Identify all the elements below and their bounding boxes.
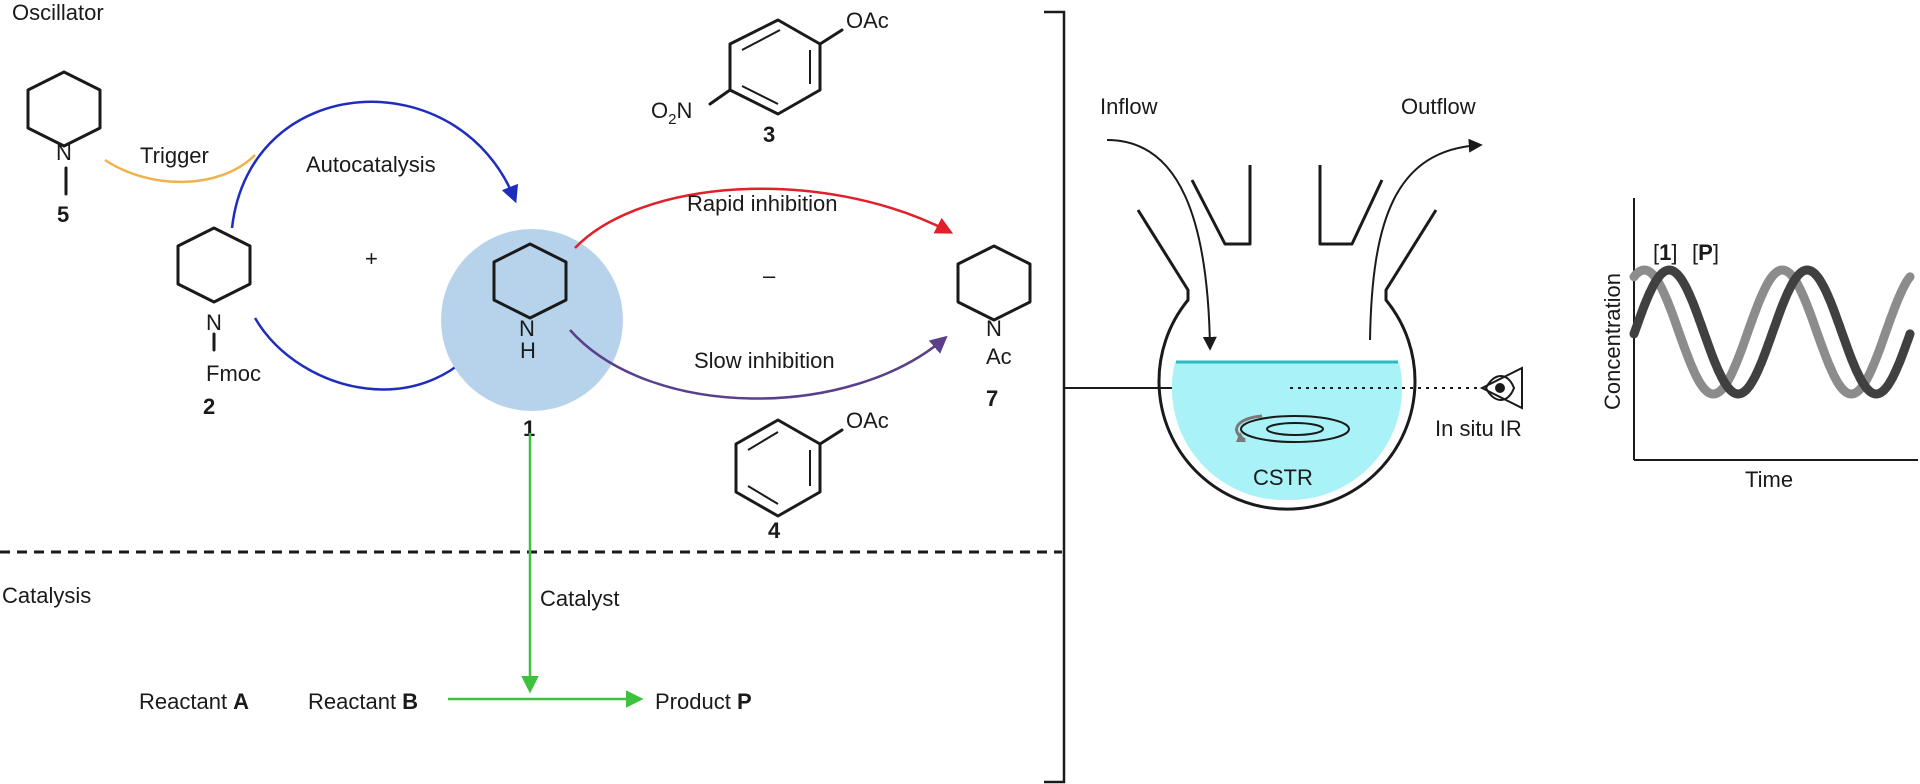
scheme-bracket <box>1044 10 1066 784</box>
compound-3-nitrogen: N <box>676 98 692 123</box>
autocatalysis-label: Autocatalysis <box>306 152 436 177</box>
plot-xlabel: Time <box>1745 467 1793 492</box>
product-letter: P <box>737 689 752 714</box>
oscillator-section-label: Oscillator <box>12 0 104 25</box>
rapid-inhibition-label: Rapid inhibition <box>687 191 837 216</box>
legend-1-close: ] <box>1671 240 1677 265</box>
legend-series-1: [1] <box>1653 240 1678 265</box>
reactor-neck-right <box>1318 165 1384 246</box>
compound-3-oxygen: O <box>651 98 668 123</box>
compound-2: N Fmoc 2 <box>176 226 261 419</box>
compound-3-subscript: 2 <box>668 111 676 128</box>
compound-1-number: 1 <box>523 416 535 441</box>
trigger-curve <box>104 154 256 184</box>
inflow-arrow <box>1106 139 1217 351</box>
reactant-b-letter: B <box>402 689 418 714</box>
legend-1-open: [ <box>1653 240 1659 265</box>
plot-ylabel: Concentration <box>1600 273 1625 410</box>
compound-5-number: 5 <box>57 202 69 227</box>
legend-1-bold: 1 <box>1659 240 1671 265</box>
stir-ellipse-outer <box>1240 415 1350 443</box>
reactor-neck-left <box>1190 165 1252 246</box>
compound-1-hydrogen: H <box>520 338 536 363</box>
ir-label: In situ IR <box>1435 416 1522 441</box>
legend-series-p: [P] <box>1692 240 1719 265</box>
trigger-label: Trigger <box>140 143 209 168</box>
compound-1-nitrogen: N <box>519 316 535 341</box>
compound-4-number: 4 <box>768 518 781 543</box>
slow-inhibition-arrow <box>569 329 948 400</box>
reactor-liquid <box>1171 362 1403 501</box>
legend-p-bold: P <box>1698 240 1713 265</box>
compound-1-ring <box>492 242 568 320</box>
slow-inhibition-label: Slow inhibition <box>694 348 835 373</box>
reactor-outline <box>1136 209 1438 511</box>
catalyst-label: Catalyst <box>540 586 619 611</box>
outflow-arrow <box>1369 138 1483 341</box>
reactant-a: Reactant A <box>139 689 249 714</box>
plus-sign: + <box>365 246 378 271</box>
eye-icon <box>1479 366 1523 410</box>
compound-3-number: 3 <box>763 122 775 147</box>
product-prefix: Product <box>655 689 737 714</box>
compound-1-highlight <box>441 229 623 411</box>
reactant-a-prefix: Reactant <box>139 689 233 714</box>
compound-1: N H 1 <box>441 229 623 441</box>
compound-5-nitrogen: N <box>56 140 72 165</box>
compound-7: N Ac 7 <box>956 244 1032 411</box>
outflow-label: Outflow <box>1401 94 1476 119</box>
compound-7-nitrogen: N <box>986 316 1002 341</box>
stir-ellipse-inner <box>1266 422 1324 436</box>
legend-p-close: ] <box>1713 240 1719 265</box>
cstr-label: CSTR <box>1253 465 1313 490</box>
rapid-inhibition-arrow <box>574 187 954 249</box>
stir-arrow-head <box>1236 432 1246 442</box>
compound-2-nitrogen: N <box>206 310 222 335</box>
reactor-vessel <box>1136 165 1438 511</box>
compound-7-substituent: Ac <box>986 344 1012 369</box>
compound-3-oac: OAc <box>846 8 889 33</box>
reactant-b-prefix: Reactant <box>308 689 402 714</box>
reactant-b: Reactant B <box>308 689 418 714</box>
autocatalysis-arrow <box>230 100 519 229</box>
plot-series-layer <box>1629 265 1915 399</box>
reactant-a-letter: A <box>233 689 249 714</box>
series-line-p <box>1629 265 1915 399</box>
compound-2-substituent: Fmoc <box>206 361 261 386</box>
legend-p-open: [ <box>1692 240 1698 265</box>
concentration-plot: Time Concentration [1] [P] <box>1600 198 1918 492</box>
minus-sign: – <box>763 263 776 288</box>
compound-3: OAc O2N 3 <box>651 8 889 147</box>
compound-4: OAc 4 <box>734 408 889 543</box>
catalysis-section-label: Catalysis <box>2 583 91 608</box>
svg-text:O2N: O2N <box>651 98 692 128</box>
compound-7-number: 7 <box>986 386 998 411</box>
compound-5: N 5 <box>26 70 102 227</box>
inflow-label: Inflow <box>1100 94 1158 119</box>
compound-4-oac: OAc <box>846 408 889 433</box>
product-p: Product P <box>655 689 752 714</box>
compound-2-number: 2 <box>203 394 215 419</box>
